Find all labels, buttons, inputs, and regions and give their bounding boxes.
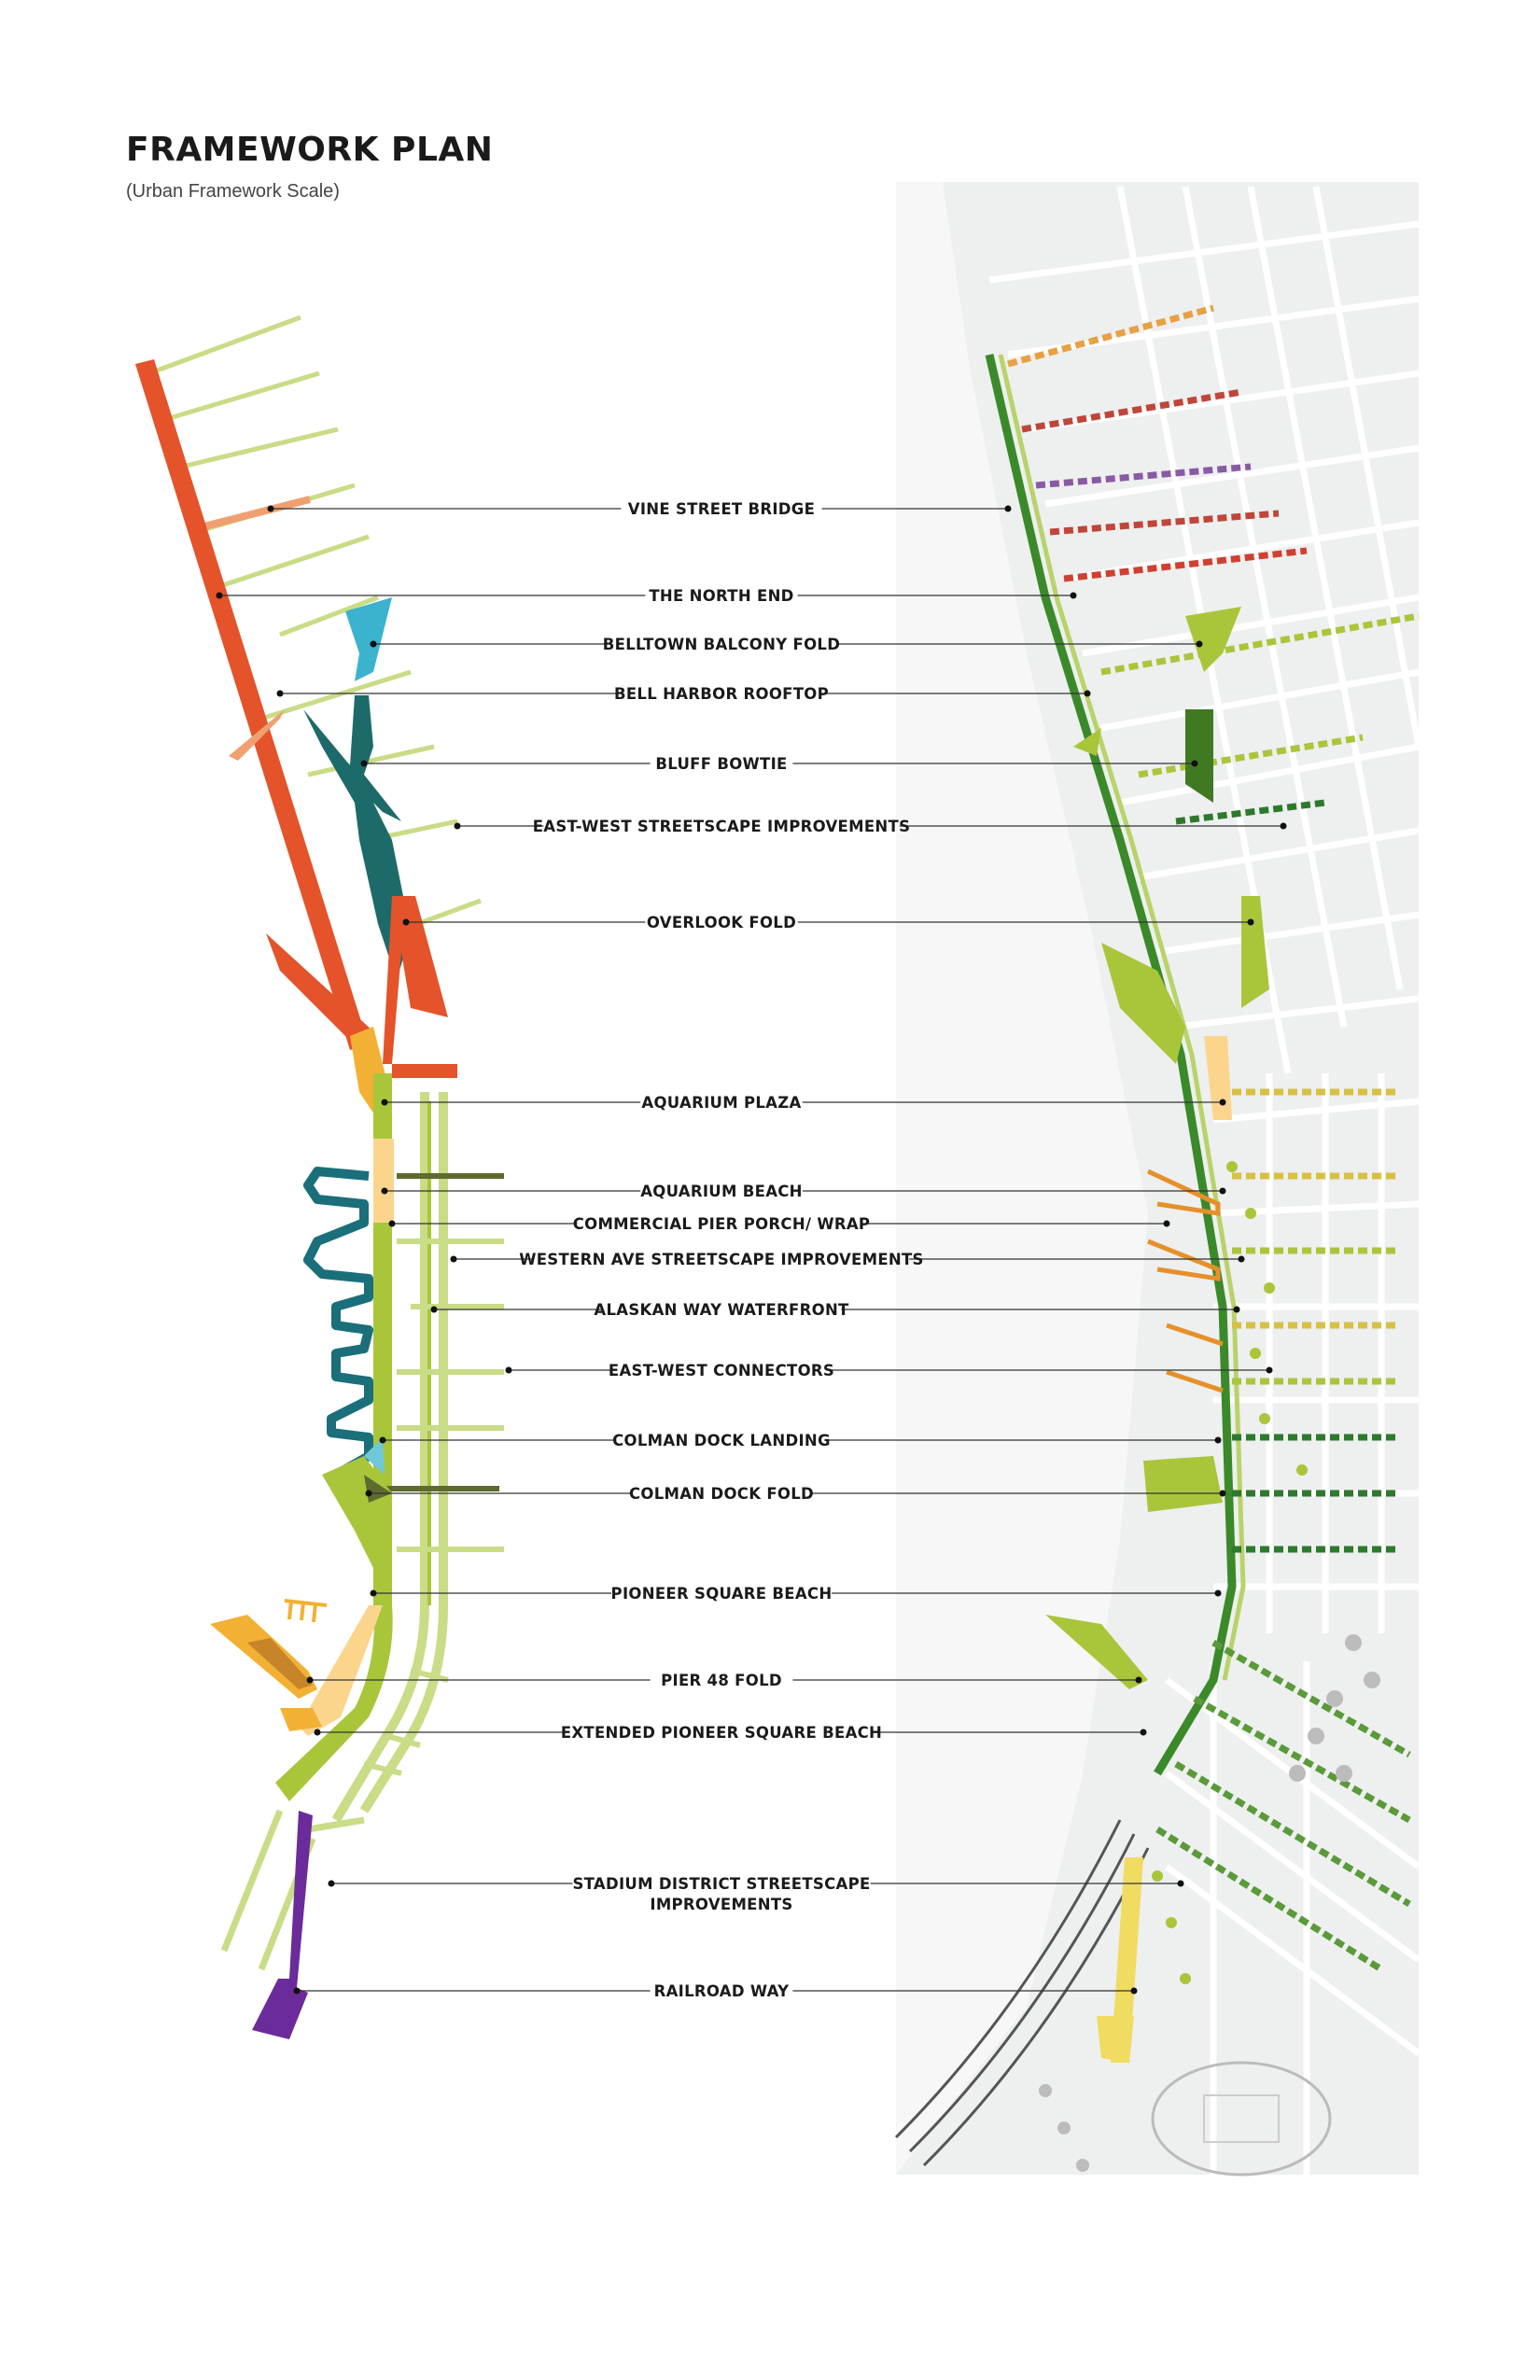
map-alaskan-way-corridor [985, 353, 1237, 1776]
north-end-spine [135, 359, 369, 1050]
label-east-west-connectors: EAST-WEST CONNECTORS [609, 1362, 834, 1379]
leader-dot-left [293, 1987, 301, 1995]
leader-dot-right [1214, 1436, 1222, 1444]
leader-dot-right [1163, 1220, 1170, 1227]
leader-dot-right [1280, 822, 1287, 830]
map-pier48-fold [1045, 1615, 1148, 1689]
map-aquarium-plaza [1204, 1036, 1232, 1120]
callout-labels: VINE STREET BRIDGE THE NORTH END BELLTOWN … [519, 500, 924, 2000]
map-overlook-wedge [1101, 943, 1185, 1064]
olive-connectors [378, 1173, 504, 1491]
commercial-pier-wrap-shape [303, 1167, 376, 1498]
colman-dock-landing-shape [364, 1437, 385, 1475]
leader-dot-left [379, 1436, 386, 1444]
bell-harbor-rooftop-shape [229, 709, 285, 761]
map-stadium [1151, 2061, 1332, 2177]
leader-dot-left [370, 640, 377, 648]
leader-dot-right [1214, 1589, 1222, 1597]
page-title: FRAMEWORK PLAN [126, 131, 494, 169]
label-western-ave-streetscape: WESTERN AVE STREETSCAPE IMPROVEMENTS [519, 1251, 924, 1268]
leader-dot-left [388, 1220, 396, 1227]
leader-dot-left [360, 760, 368, 767]
overlook-fold-shape [383, 896, 448, 1064]
label-railroad-way: RAILROAD WAY [654, 1982, 791, 2000]
east-west-connectors-shapes [363, 1239, 504, 1776]
leader-dot-left [328, 1880, 335, 1887]
aquarium-beach-shape [373, 1139, 394, 1223]
bluff-bowtie-shape [303, 695, 411, 980]
map-commercial-pier-wrap [1146, 1169, 1224, 1393]
leader-lines [216, 505, 1287, 1995]
leader-dot-right [1191, 760, 1198, 767]
leader-dot-right [1140, 1729, 1147, 1736]
leader-dot-left [402, 918, 410, 926]
label-the-north-end: THE NORTH END [649, 587, 793, 605]
map-colman-dock-fold [1143, 1456, 1223, 1512]
label-aquarium-plaza: AQUARIUM PLAZA [641, 1094, 801, 1112]
leader-dot-left [381, 1187, 388, 1195]
leader-dot-right [1219, 1187, 1226, 1195]
leader-dot-right [1247, 918, 1254, 926]
label-stadium-district-streetscape-line-2: IMPROVEMENTS [650, 1896, 792, 1913]
extended-pioneer-square-beach-shape [280, 1708, 322, 1731]
label-colman-dock-landing: COLMAN DOCK LANDING [612, 1432, 831, 1449]
vine-street-bridge-shape [200, 496, 311, 531]
label-stadium-district-streetscape-line-1: STADIUM DISTRICT STREETSCAPE [572, 1875, 870, 1893]
leader-dot-right [1266, 1366, 1273, 1374]
leader-dot-left [370, 1589, 377, 1597]
leader-dot-right [1004, 505, 1012, 512]
label-belltown-balcony-fold: BELLTOWN BALCONY FOLD [603, 636, 841, 653]
pioneer-square-beach-shape [299, 1605, 383, 1736]
leader-dot-right [1084, 690, 1091, 697]
map-belltown-balcony-fold [1185, 607, 1241, 672]
leader-dot-left [314, 1729, 321, 1736]
framework-shapes [135, 315, 504, 2039]
label-extended-pioneer-square-beach: EXTENDED PIONEER SQUARE BEACH [561, 1724, 882, 1742]
aerial-map [894, 182, 1422, 2177]
belltown-balcony-fold-shape [345, 597, 392, 681]
label-alaskan-way-waterfront: ALASKAN WAY WATERFRONT [594, 1301, 849, 1319]
label-bluff-bowtie: BLUFF BOWTIE [655, 755, 787, 773]
north-end-streets [148, 315, 482, 936]
leader-dot-right [1130, 1987, 1138, 1995]
leader-dot-left [276, 690, 284, 697]
label-aquarium-beach: AQUARIUM BEACH [640, 1183, 803, 1200]
label-east-west-streetscape: EAST-WEST STREETSCAPE IMPROVEMENTS [533, 818, 911, 835]
label-commercial-pier-porch: COMMERCIAL PIER PORCH/ WRAP [573, 1215, 871, 1233]
map-railroad-way [1111, 1857, 1143, 2063]
leader-dot-left [430, 1306, 438, 1313]
leader-dot-right [1196, 640, 1203, 648]
leader-dot-left [216, 592, 223, 599]
leader-dot-left [365, 1490, 372, 1497]
leader-dot-right [1177, 1880, 1184, 1887]
leader-dot-left [505, 1366, 512, 1374]
label-pioneer-square-beach: PIONEER SQUARE BEACH [611, 1585, 833, 1603]
western-ave-streetscape-shape [331, 1092, 429, 1823]
page-subtitle: (Urban Framework Scale) [126, 181, 340, 202]
map-bluff-bowtie [1185, 709, 1213, 803]
leader-dot-right [1233, 1306, 1240, 1313]
map-water [896, 182, 1148, 2175]
leader-dot-right [1070, 592, 1077, 599]
label-overlook-fold: OVERLOOK FOLD [647, 914, 796, 931]
leader-dot-right [1219, 1099, 1226, 1106]
leader-dot-right [1238, 1255, 1245, 1263]
label-vine-street-bridge: VINE STREET BRIDGE [628, 500, 815, 518]
leader-dot-right [1219, 1490, 1226, 1497]
leader-dot-left [450, 1255, 457, 1263]
leader-dot-left [267, 505, 274, 512]
leader-dot-right [1135, 1676, 1142, 1684]
label-colman-dock-fold: COLMAN DOCK FOLD [629, 1485, 814, 1503]
label-bell-harbor-rooftop: BELL HARBOR ROOFTOP [614, 685, 829, 703]
map-streetscape-dashes [1007, 304, 1420, 1972]
leader-dot-left [381, 1099, 388, 1106]
leader-dot-left [454, 822, 461, 830]
leader-dot-left [306, 1676, 314, 1684]
railroad-way-shape [252, 1811, 313, 2039]
label-pier-48-fold: PIER 48 FOLD [661, 1672, 782, 1689]
map-trees [1152, 1161, 1308, 1984]
